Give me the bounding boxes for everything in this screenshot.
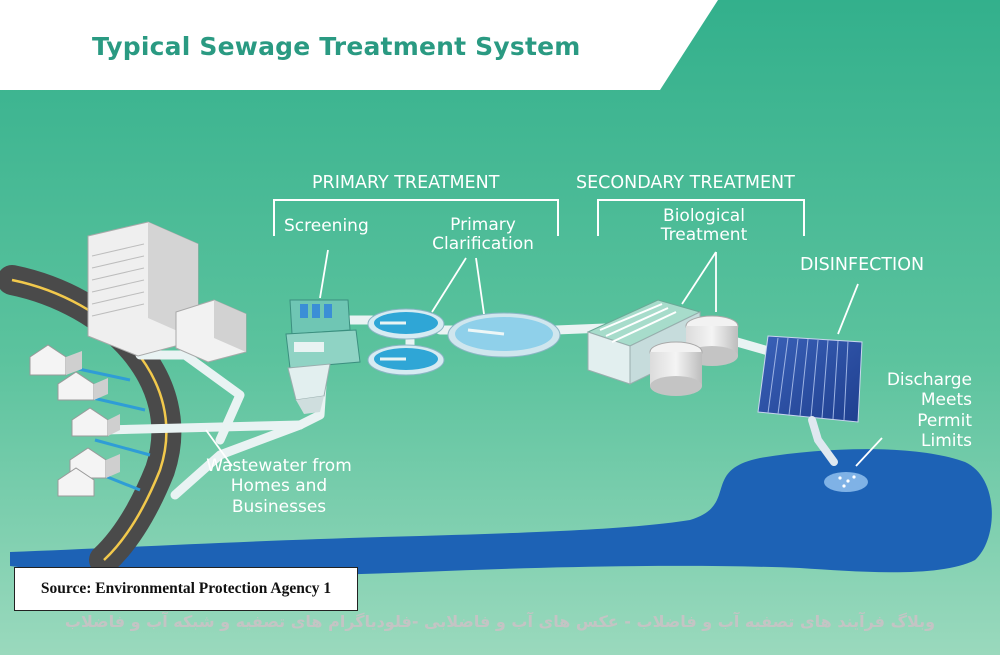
stage-brackets	[273, 199, 805, 236]
leader-lines	[205, 249, 883, 467]
primary-clarification-label: Primary Clarification	[432, 215, 534, 254]
secondary-treatment-heading: SECONDARY TREATMENT	[576, 173, 795, 193]
city-buildings	[87, 221, 247, 363]
road-centerline	[11, 278, 168, 561]
discharge-label: Discharge Meets Permit Limits	[886, 370, 972, 452]
receiving-water	[10, 449, 992, 577]
primary-clarifiers	[367, 308, 561, 376]
disinfection-unit	[757, 335, 868, 492]
source-citation: Source: Environmental Protection Agency …	[40, 580, 332, 597]
primary-bracket	[273, 199, 559, 236]
screening-label: Screening	[284, 216, 369, 236]
title-banner	[0, 0, 718, 90]
blog-footer-text: وبلاگ فرآیند های تصفیه آب و فاضلاب - عکس…	[64, 612, 936, 631]
source-box: Source: Environmental Protection Agency …	[14, 567, 358, 611]
wastewater-label: Wastewater from Homes and Businesses	[206, 456, 352, 517]
biological-treatment-label: Biological Treatment	[660, 206, 748, 245]
houses	[29, 344, 120, 497]
secondary-bracket	[597, 199, 805, 236]
screening-building	[285, 299, 361, 414]
page-title: Typical Sewage Treatment System	[92, 32, 581, 61]
biological-treatment	[586, 299, 739, 396]
disinfection-heading: DISINFECTION	[800, 255, 925, 275]
primary-treatment-heading: PRIMARY TREATMENT	[312, 173, 500, 193]
